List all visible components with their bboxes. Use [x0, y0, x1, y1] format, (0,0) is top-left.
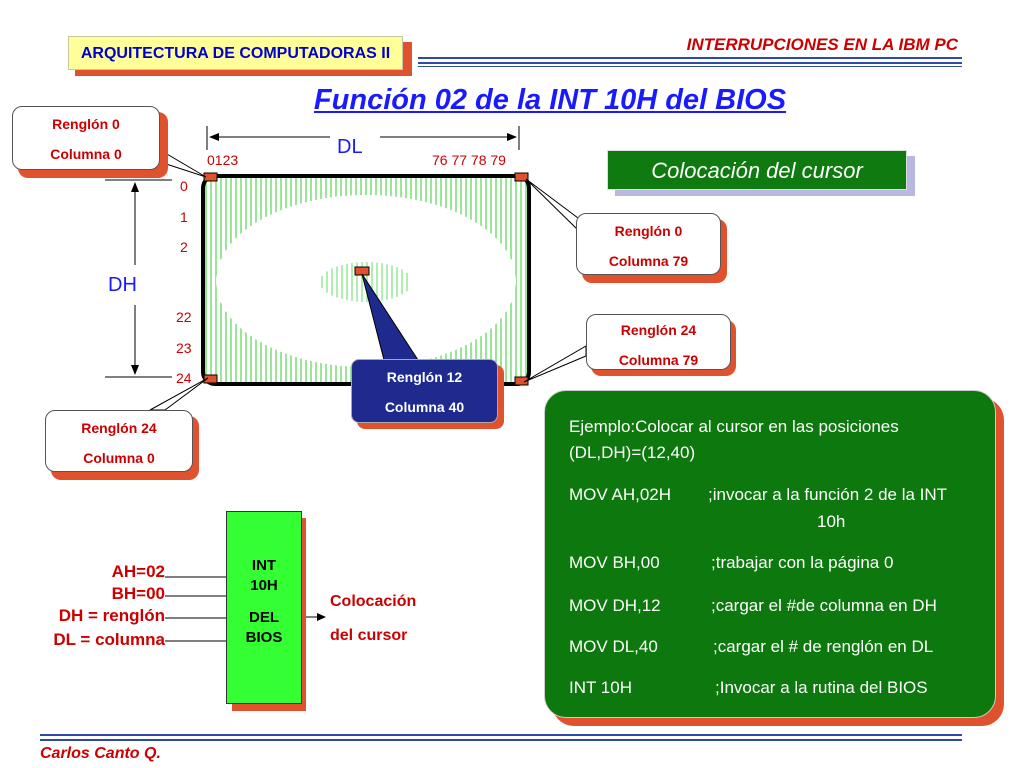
- callout-br-row: Renglón 24: [620, 322, 697, 338]
- dl-label: DL: [337, 136, 363, 158]
- example-intro-2: (DL,DH)=(12,40): [569, 443, 696, 462]
- example-panel: Ejemplo:Colocar al cursor en las posicio…: [544, 390, 996, 718]
- code-comment-2: ;trabajar con la página 0: [711, 553, 894, 572]
- code-comment-5: ;Invocar a la rutina del BIOS: [715, 678, 928, 697]
- corner-marker-br: [514, 376, 529, 386]
- row-label-22: 22: [176, 309, 192, 325]
- header-title: INTERRUPCIONES EN LA IBM PC: [686, 35, 958, 54]
- row-label-2: 2: [180, 239, 188, 255]
- header-rule-3: [418, 66, 962, 67]
- col-start-label: 0123: [207, 152, 239, 168]
- pointer-bottom-right: [523, 345, 587, 383]
- callout-tr-row: Renglón 0: [614, 223, 683, 239]
- pointer-top-right: [525, 178, 579, 232]
- dh-arrowhead-top: [131, 182, 139, 192]
- input-dh: DH = renglón: [58, 606, 165, 625]
- input-dl: DL = columna: [53, 630, 165, 649]
- callout-bottom-left: Renglón 24 Columna 0: [45, 410, 193, 472]
- footer-rule-2: [40, 739, 962, 741]
- int-line-4: BIOS: [245, 629, 283, 646]
- cursor-marker-center: [354, 266, 370, 276]
- code-comment-1: ;invocar a la función 2 de la INT: [708, 485, 948, 504]
- code-instr-4: MOV DL,40: [569, 637, 658, 656]
- dl-arrowhead-right: [507, 133, 517, 141]
- code-instr-3: MOV DH,12: [569, 596, 661, 615]
- row-label-23: 23: [176, 340, 192, 356]
- section-label: Colocación del cursor: [607, 150, 907, 190]
- dl-arrowhead-left: [209, 133, 219, 141]
- corner-marker-tl: [203, 172, 218, 182]
- header-rule-1: [418, 57, 962, 59]
- course-label: ARQUITECTURA DE COMPUTADORAS II: [68, 36, 403, 70]
- callout-tr-col: Columna 79: [608, 253, 689, 269]
- example-intro: Ejemplo:Colocar al cursor en las posicio…: [569, 417, 899, 436]
- code-comment-4: ;cargar el # de renglón en DL: [713, 637, 934, 656]
- page-title: Función 02 de la INT 10H del BIOS: [313, 84, 787, 116]
- callout-top-left: Renglón 0 Columna 0: [12, 106, 160, 170]
- header-rule-2: [418, 62, 962, 64]
- output-arrowhead: [317, 613, 326, 621]
- corner-marker-tr: [514, 172, 529, 182]
- callout-bl-col: Columna 0: [83, 450, 155, 466]
- footer-rule-1: [40, 734, 962, 736]
- callout-center-row: Renglón 12: [386, 369, 463, 385]
- row-label-1: 1: [180, 209, 188, 225]
- code-comment-1b: 10h: [817, 512, 846, 531]
- code-instr-2: MOV BH,00: [569, 553, 660, 572]
- dh-label: DH: [108, 274, 137, 296]
- callout-center: Renglón 12 Columna 40: [351, 359, 498, 423]
- input-ah: AH=02: [111, 562, 165, 581]
- int-block: INT 10H DEL BIOS: [226, 511, 302, 704]
- row-label-24: 24: [176, 370, 192, 386]
- output-label-1: Colocación: [330, 593, 417, 610]
- int-line-3: DEL: [249, 609, 279, 626]
- row-label-0: 0: [180, 178, 188, 194]
- output-label-2: del cursor: [330, 627, 408, 644]
- footer-author: Carlos Canto Q.: [40, 745, 161, 762]
- dh-arrowhead-bottom: [131, 365, 139, 375]
- callout-tl-col: Columna 0: [50, 146, 122, 162]
- callout-center-col: Columna 40: [384, 399, 465, 415]
- callout-bottom-right: Renglón 24 Columna 79: [586, 314, 731, 370]
- callout-top-right: Renglón 0 Columna 79: [576, 213, 721, 275]
- int-line-1: INT: [251, 557, 277, 574]
- int-line-2: 10H: [250, 577, 278, 594]
- callout-br-col: Columna 79: [618, 352, 699, 368]
- code-instr-1: MOV AH,02H: [569, 485, 672, 504]
- input-bh: BH=00: [111, 584, 165, 603]
- code-comment-3: ;cargar el #de columna en DH: [711, 596, 937, 615]
- code-instr-5: INT 10H: [569, 678, 632, 697]
- col-end-label: 76 77 78 79: [432, 152, 506, 168]
- callout-bl-row: Renglón 24: [81, 420, 157, 436]
- callout-tl-row: Renglón 0: [52, 116, 120, 132]
- corner-marker-bl: [203, 374, 218, 384]
